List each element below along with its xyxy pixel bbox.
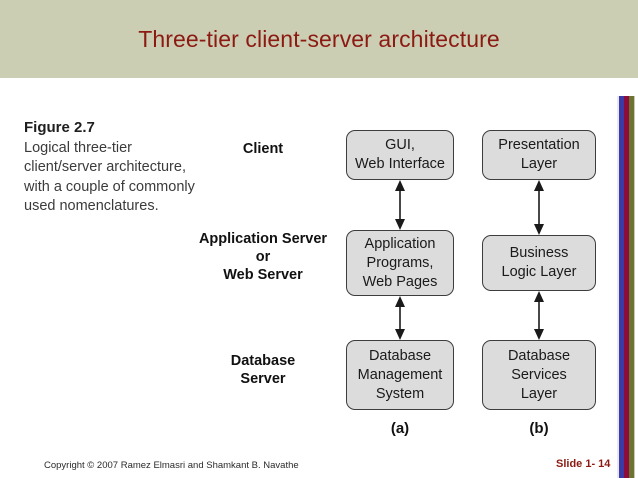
diagram-box-gui-web-interface: GUI, Web Interface: [346, 130, 454, 180]
figure-caption: Figure 2.7 Logical three-tier client/ser…: [24, 118, 214, 217]
diagram-box-presentation-layer: Presentation Layer: [482, 130, 596, 180]
double-arrow-icon: [532, 180, 546, 235]
double-arrow-icon: [532, 291, 546, 340]
slide-header-band: [0, 0, 638, 78]
box-line: Web Pages: [362, 273, 438, 290]
tier-label-line: Database: [230, 353, 296, 369]
box-line: Database: [507, 347, 571, 364]
diagram-box-application-programs: Application Programs, Web Pages: [346, 230, 454, 296]
column-caption-a: (a): [390, 420, 410, 437]
tier-label-line: Web Server: [223, 267, 303, 283]
box-line: Programs,: [366, 254, 434, 271]
stripe-segment-edge: [634, 96, 635, 478]
tier-label-line: Server: [240, 371, 286, 387]
tier-label-client: Client: [188, 140, 338, 158]
stripe-segment-olive: [629, 96, 634, 478]
box-line: Application: [364, 235, 436, 252]
box-line: Database: [368, 347, 432, 364]
tier-label-application-server: Application Server or Web Server: [188, 230, 338, 284]
box-line: Management: [357, 366, 443, 383]
tier-label-line: or: [255, 249, 271, 265]
double-arrow-icon: [393, 296, 407, 340]
box-line: Layer: [520, 156, 558, 172]
diagram-box-database-services-layer: Database Services Layer: [482, 340, 596, 410]
footer-copyright: Copyright © 2007 Ramez Elmasri and Shamk…: [44, 460, 299, 471]
column-caption-b: (b): [529, 420, 549, 437]
box-line: System: [375, 385, 425, 402]
stripe-segment-blue: [619, 96, 624, 478]
box-line: Logic Layer: [501, 264, 577, 280]
box-line: Business: [509, 245, 569, 261]
footer-slide-number: Slide 1- 14: [556, 458, 611, 470]
figure-caption-title: Figure 2.7: [24, 119, 95, 136]
box-line: GUI,: [385, 137, 415, 153]
box-line: Services: [511, 366, 567, 383]
stripe-segment-crimson: [624, 96, 629, 478]
diagram-box-database-management-system: Database Management System: [346, 340, 454, 410]
decorative-stripe: [617, 96, 635, 478]
diagram-box-business-logic-layer: Business Logic Layer: [482, 235, 596, 291]
tier-label-line: Application Server: [198, 231, 328, 247]
tier-label-line: Client: [242, 141, 284, 157]
box-line: Web Interface: [354, 156, 445, 172]
tier-label-database-server: Database Server: [188, 352, 338, 388]
stripe-segment-light: [617, 96, 619, 478]
figure-caption-body: Logical three-tier client/server archite…: [24, 139, 195, 215]
double-arrow-icon: [393, 180, 407, 230]
box-line: Layer: [520, 385, 558, 402]
box-line: Presentation: [498, 137, 580, 153]
page-title: Three-tier client-server architecture: [138, 25, 500, 52]
